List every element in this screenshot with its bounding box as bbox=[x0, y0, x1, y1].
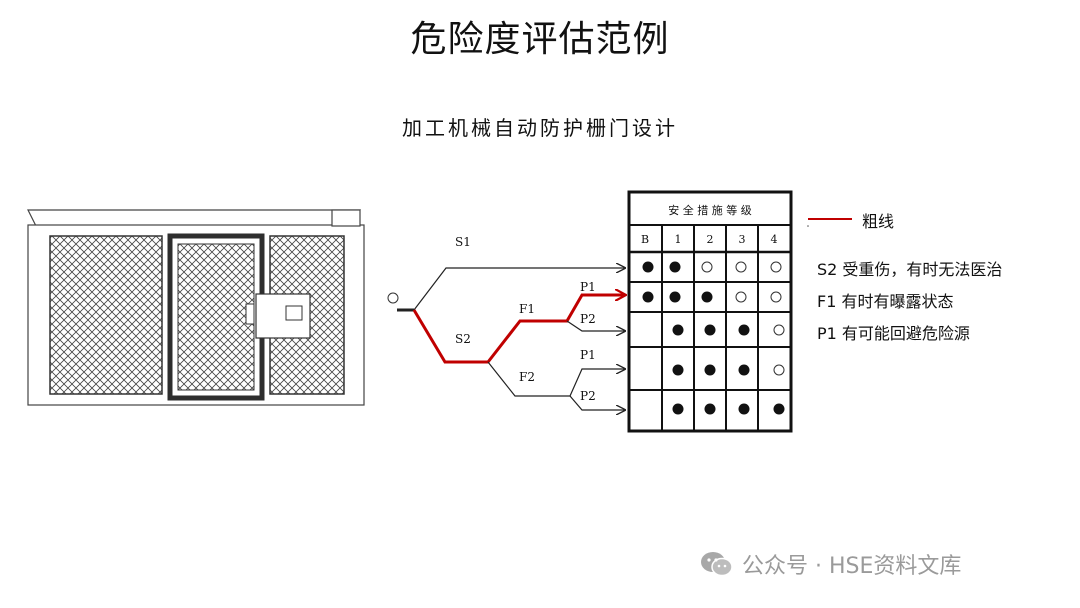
label-f1-p1: P1 bbox=[580, 280, 596, 294]
path-f2-p2 bbox=[569, 395, 625, 410]
mesh-panel-left bbox=[49, 235, 163, 395]
risk-graph: S1 S2 F1 F2 P1 P2 P1 P2 bbox=[387, 235, 625, 410]
label-f1: F1 bbox=[519, 302, 535, 316]
label-f2-p2: P2 bbox=[580, 389, 596, 403]
mark-filled-r1-c1 bbox=[642, 261, 654, 273]
mark-filled-r3-c2 bbox=[672, 324, 684, 336]
mark-filled-r5-c4 bbox=[738, 403, 750, 415]
mark-open-r1-c3 bbox=[701, 261, 713, 273]
column-label-3: 3 bbox=[739, 233, 746, 246]
mark-filled-r4-c4 bbox=[738, 364, 750, 376]
page-subtitle: 加工机械自动防护栅门设计 bbox=[402, 116, 678, 140]
legend-s2: S2 受重伤，有时无法医治 bbox=[817, 260, 1003, 279]
mark-filled-r4-c2 bbox=[672, 364, 684, 376]
path-f1-p2 bbox=[566, 320, 625, 331]
mark-filled-r5-c2 bbox=[672, 403, 684, 415]
watermark: 公众号 · HSE资料文库 bbox=[700, 548, 961, 580]
mark-filled-r3-c4 bbox=[738, 324, 750, 336]
table-marks bbox=[642, 261, 785, 415]
path-s2-f1-p1 bbox=[412, 295, 625, 364]
column-label-4: 4 bbox=[771, 233, 778, 246]
table-header: 安 全 措 施 等 级 bbox=[668, 203, 751, 217]
mark-open-r3-c5 bbox=[773, 324, 785, 336]
wechat-icon bbox=[701, 552, 733, 577]
legend-thick-line: 粗线 bbox=[862, 212, 895, 231]
legend-p1: P1 有可能回避危险源 bbox=[817, 324, 970, 343]
mark-filled-r2-c1 bbox=[642, 291, 654, 303]
page-title: 危险度评估范例 bbox=[410, 19, 670, 60]
mark-filled-r3-c3 bbox=[704, 324, 716, 336]
guard-top-rail bbox=[27, 209, 361, 227]
mark-filled-r4-c3 bbox=[704, 364, 716, 376]
label-s1: S1 bbox=[455, 235, 471, 249]
mark-filled-r1-c2 bbox=[669, 261, 681, 273]
mark-open-r2-c5 bbox=[770, 291, 782, 303]
path-s1 bbox=[413, 268, 625, 311]
column-label-2: 2 bbox=[707, 233, 714, 246]
label-s2: S2 bbox=[455, 332, 471, 346]
mark-open-r1-c4 bbox=[735, 261, 747, 273]
mark-open-r2-c4 bbox=[735, 291, 747, 303]
label-f2: F2 bbox=[519, 370, 535, 384]
mark-filled-r5-c5 bbox=[773, 403, 785, 415]
safety-level-table: 安 全 措 施 等 级 B 1 2 3 4 bbox=[627, 190, 793, 433]
mark-filled-r5-c3 bbox=[704, 403, 716, 415]
label-f2-p1: P1 bbox=[580, 348, 596, 362]
mark-open-r4-c5 bbox=[773, 364, 785, 376]
watermark-text: 公众号 · HSE资料文库 bbox=[742, 554, 962, 579]
mark-filled-r2-c2 bbox=[669, 291, 681, 303]
guard-door-illustration bbox=[27, 209, 365, 406]
mark-open-r1-c5 bbox=[770, 261, 782, 273]
mark-filled-r2-c3 bbox=[701, 291, 713, 303]
path-f2-p1 bbox=[487, 361, 625, 397]
column-label-1: 1 bbox=[675, 233, 682, 246]
start-node bbox=[387, 292, 399, 304]
legend-f1: F1 有时有曝露状态 bbox=[817, 292, 954, 311]
column-label-b: B bbox=[641, 233, 649, 246]
label-f1-p2: P2 bbox=[580, 312, 596, 326]
